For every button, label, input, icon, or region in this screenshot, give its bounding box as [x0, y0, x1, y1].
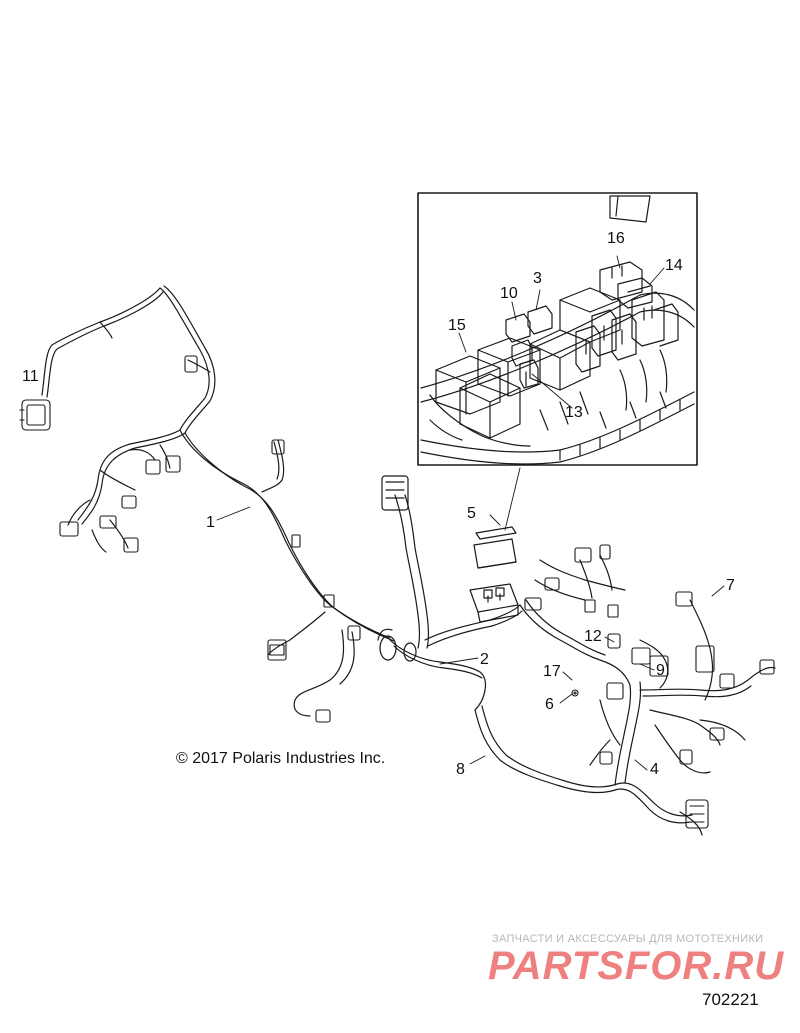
front-harness-connectors: [524, 544, 775, 829]
main-harness-connectors: [19, 355, 361, 723]
callout-4: 4: [650, 761, 659, 778]
callout-2: 2: [480, 651, 489, 668]
callout-17: 17: [543, 663, 561, 680]
watermark-logo: PARTSFOR.RU: [488, 944, 785, 988]
callout-15: 15: [448, 317, 466, 334]
callout-14: 14: [665, 257, 683, 274]
callout-9: 9: [656, 662, 665, 679]
fuse-box: [469, 526, 519, 623]
callout-11: 11: [22, 368, 39, 385]
figure-number: 702221: [702, 990, 759, 1009]
main-harness: [41, 285, 395, 717]
callout-12: 12: [584, 628, 602, 645]
callout-10: 10: [500, 285, 518, 302]
callout-1: 1: [206, 514, 215, 531]
callout-8: 8: [456, 761, 465, 778]
callout-7: 7: [726, 577, 735, 594]
harness-2: [377, 475, 523, 711]
inset-detail-box: [417, 192, 698, 466]
watermark-tagline: ЗАПЧАСТИ И АКСЕССУАРЫ ДЛЯ МОТОТЕХНИКИ: [492, 933, 764, 945]
leader-lines: [216, 467, 725, 771]
callout-16: 16: [607, 230, 625, 247]
front-harness: [474, 554, 776, 836]
callout-3: 3: [533, 270, 542, 287]
callout-13: 13: [565, 404, 583, 421]
callout-5: 5: [467, 505, 476, 522]
callout-6: 6: [545, 696, 554, 713]
copyright-notice: © 2017 Polaris Industries Inc.: [176, 750, 386, 767]
